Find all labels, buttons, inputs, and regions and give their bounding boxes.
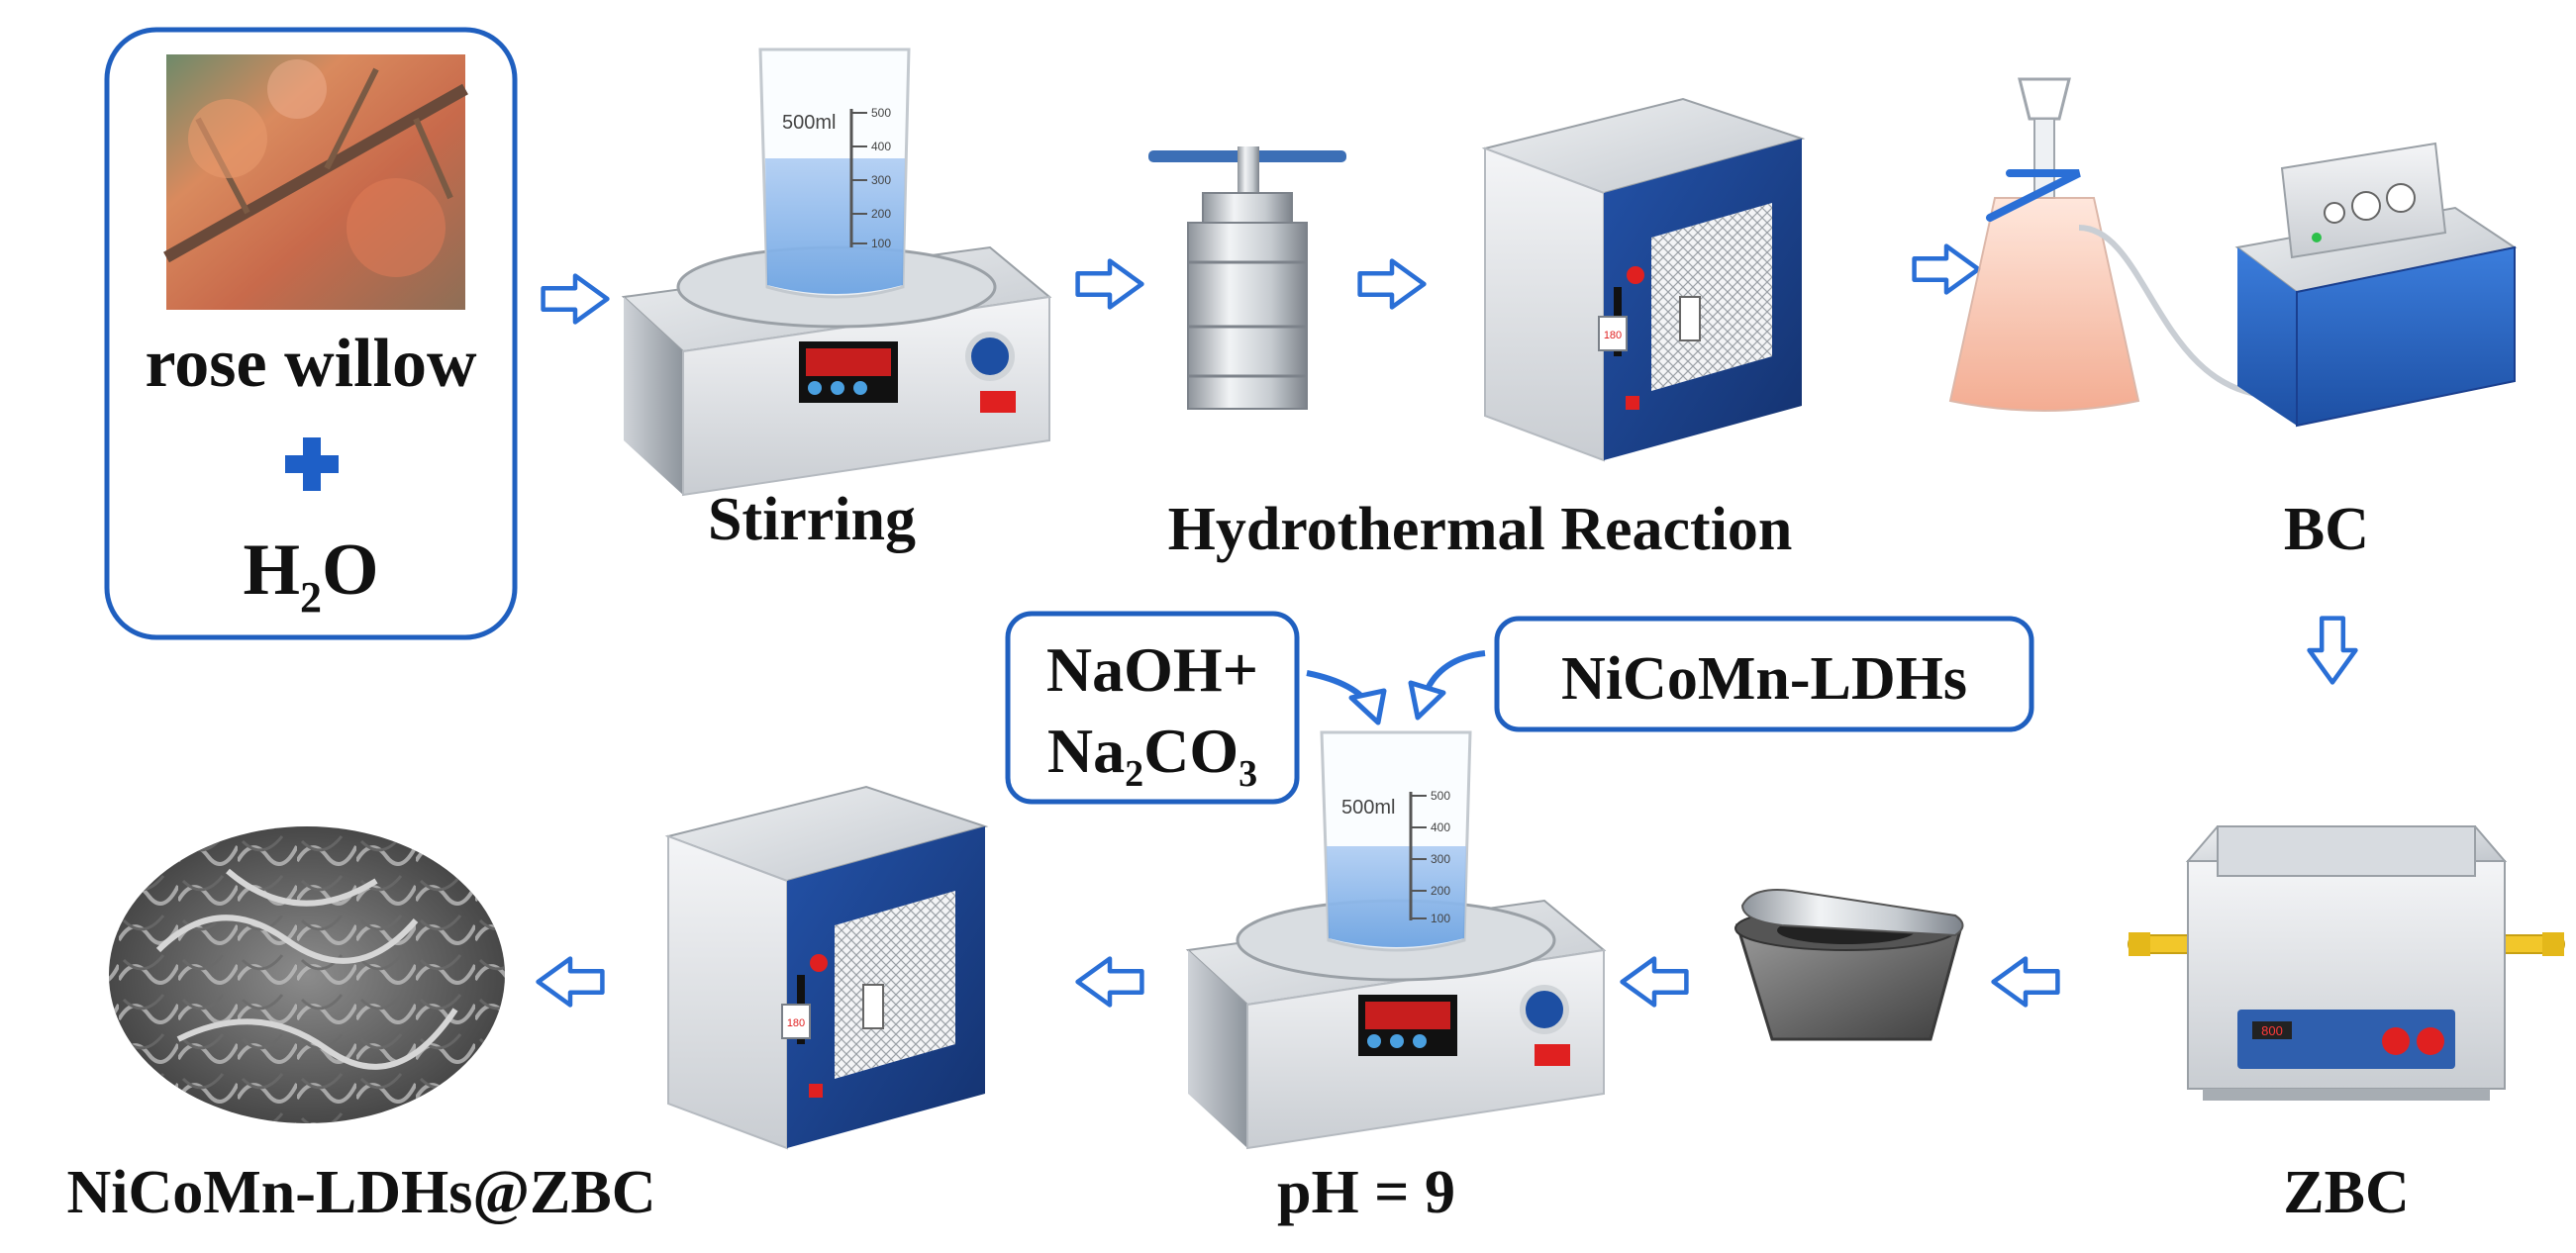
drying-oven-2: 180 [664, 785, 989, 1150]
arrow-right-icon [544, 276, 608, 323]
arrow-down-icon [2310, 619, 2356, 683]
arrow-left-icon [1623, 959, 1687, 1006]
step-label-hydrothermal: Hydrothermal Reaction [1168, 496, 1793, 563]
rose-willow-photo [163, 54, 468, 310]
beaker-1: 500ml 500 400 300 200 100 [758, 48, 911, 299]
beaker-tick: 400 [1431, 820, 1450, 834]
step-label-stirring: Stirring [708, 486, 916, 553]
furnace-temp-display: 800 [2261, 1023, 2283, 1038]
arrow-left-icon [539, 959, 603, 1006]
beaker-tick: 200 [1431, 884, 1450, 898]
suction-filtration-setup [1948, 77, 2518, 428]
water-label: H2O [243, 530, 378, 622]
step-label-product: NiCoMn-LDHs@ZBC [66, 1159, 655, 1226]
arrow-left-icon [1994, 959, 2058, 1006]
drying-oven-1: 180 [1481, 97, 1806, 462]
beaker-volume: 500ml [1341, 797, 1395, 819]
sem-image [109, 826, 505, 1123]
input-box: rose willow H2O [104, 27, 518, 640]
reagent-na2co3: Na2CO3 [1047, 716, 1257, 795]
beaker-tick: 100 [1431, 912, 1450, 925]
beaker-tick: 500 [871, 106, 891, 120]
reagent-box-naoh: NaOH+ Na2CO3 [1005, 611, 1300, 805]
tube-furnace: 800 [2128, 825, 2565, 1101]
oven-temp-display: 180 [1604, 330, 1622, 341]
magnetic-stirrer-1: 500ml 500 400 300 200 100 [621, 48, 1052, 497]
beaker-tick: 500 [1431, 789, 1450, 803]
beaker-tick: 200 [871, 207, 891, 221]
oven-temp-display: 180 [787, 1017, 805, 1029]
arrow-right-icon [1078, 261, 1142, 308]
beaker-volume: 500ml [782, 112, 836, 134]
step-label-bc: BC [2284, 496, 2369, 563]
beaker-tick: 300 [871, 173, 891, 187]
mortar-and-pestle [1734, 889, 1964, 1041]
step-label-ph: pH = 9 [1277, 1159, 1455, 1226]
step-label-zbc: ZBC [2283, 1159, 2409, 1226]
arrow-right-icon [1360, 261, 1425, 308]
beaker-tick: 100 [871, 237, 891, 250]
arrow-left-icon [1078, 959, 1142, 1006]
curved-arrow-icon [1306, 670, 1387, 725]
reagent-box-ldhs: NiCoMn-LDHs [1494, 616, 2034, 732]
arrow-right-icon [1915, 246, 1979, 293]
reagent-naoh: NaOH+ [1046, 634, 1258, 705]
magnetic-stirrer-2: 500ml 500 400 300 200 100 [1185, 730, 1607, 1150]
material-label: rose willow [145, 326, 477, 402]
beaker-tick: 300 [1431, 852, 1450, 866]
beaker-2: 500ml 500 400 300 200 100 [1320, 730, 1472, 952]
beaker-tick: 400 [871, 140, 891, 153]
hydrothermal-autoclave [1148, 146, 1346, 410]
plus-icon [285, 437, 339, 491]
reagent-ldhs: NiCoMn-LDHs [1561, 645, 1967, 713]
curved-arrow-icon [1408, 650, 1486, 721]
